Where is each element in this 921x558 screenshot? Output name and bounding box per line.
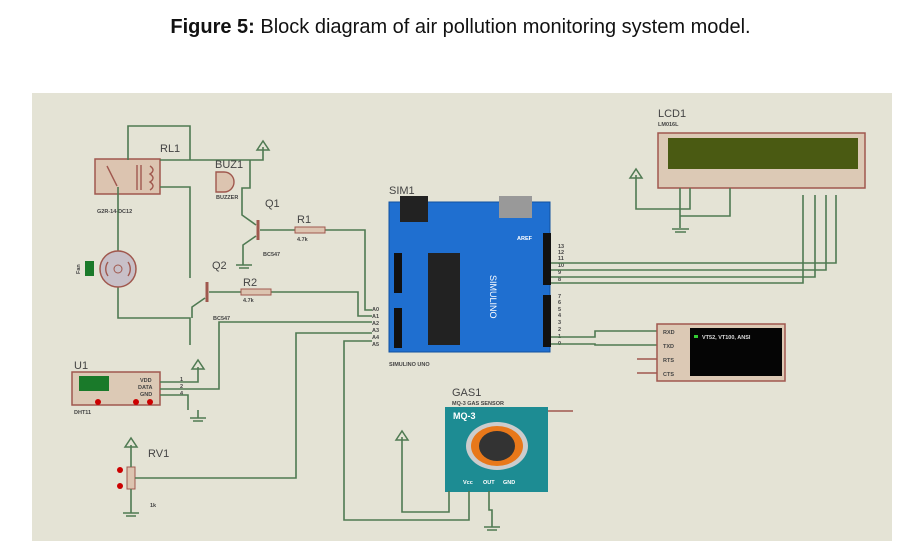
svg-text:Vcc: Vcc (463, 480, 473, 486)
ground-icon (236, 264, 252, 269)
svg-text:RXD: RXD (663, 330, 675, 336)
svg-text:4: 4 (180, 391, 184, 397)
power-terminal-icon (394, 429, 410, 441)
ground-icon (190, 417, 206, 422)
svg-text:11: 11 (558, 256, 564, 262)
svg-text:A1: A1 (372, 314, 379, 320)
transistor-q2: BC547 (191, 282, 230, 322)
ground-icon (672, 228, 689, 233)
arduino-ref: SIM1 (389, 185, 415, 197)
mq3-gas-sensor: MQ-3 GAS1 MQ-3 GAS SENSOR Vcc OUT GND (445, 387, 548, 492)
buzzer-buz1: BUZ1 BUZZER (215, 159, 243, 201)
figure-caption: Figure 5: Block diagram of air pollution… (0, 16, 921, 39)
svg-text:RTS: RTS (663, 358, 674, 364)
transistor-q1: Q1 BC547 (242, 198, 280, 265)
svg-text:8: 8 (558, 277, 561, 283)
svg-text:A5: A5 (372, 342, 379, 348)
lcd-display: LCD1 LM016L (657, 108, 866, 189)
svg-text:12: 12 (558, 250, 564, 256)
svg-text:A2: A2 (372, 321, 379, 327)
q1-part: BC547 (263, 252, 280, 258)
svg-text:VDD: VDD (140, 378, 152, 384)
svg-text:10: 10 (558, 263, 564, 269)
buzzer-part: BUZZER (216, 195, 238, 201)
q2-ref: Q2 (212, 260, 227, 272)
virtual-terminal: VT52, VT100, ANSI RXD TXD RTS CTS (656, 323, 786, 382)
dht-ref: U1 (74, 360, 88, 372)
svg-text:DATA: DATA (138, 385, 152, 391)
figure-label: Figure 5: (170, 16, 255, 38)
power-terminal-icon (123, 436, 139, 448)
gas-part: MQ-3 GAS SENSOR (452, 401, 504, 407)
r1-value: 4.7k (297, 237, 309, 243)
svg-text:5: 5 (558, 307, 561, 313)
resistor-r1: R1 4.7k (294, 214, 326, 243)
gas-ref: GAS1 (452, 387, 481, 399)
aref-label: AREF (517, 236, 533, 242)
svg-text:A3: A3 (372, 328, 379, 334)
arduino-logo: SIMULINO (488, 275, 498, 319)
svg-text:3: 3 (558, 320, 561, 326)
power-terminal-icon (190, 358, 206, 370)
r2-ref: R2 (243, 277, 257, 289)
svg-text:9: 9 (558, 270, 561, 276)
pot-ref: RV1 (148, 448, 169, 460)
dht-part: DHT11 (74, 410, 91, 416)
svg-text:GND: GND (140, 392, 152, 398)
svg-text:A4: A4 (372, 335, 380, 341)
ground-icon (484, 526, 500, 531)
fan-motor: Fan (76, 250, 137, 288)
resistor-r2: R2 4.7k (240, 277, 272, 304)
svg-text:TXD: TXD (663, 344, 674, 350)
arduino-sim1: SIM1 SIMULINO UNO SIMULINO AREF (388, 185, 551, 368)
ground-icon (123, 512, 139, 517)
svg-text:A0: A0 (372, 307, 379, 313)
gas-title: MQ-3 (453, 411, 476, 421)
r1-ref: R1 (297, 214, 311, 226)
svg-text:CTS: CTS (663, 372, 674, 378)
power-terminal-icon (628, 167, 644, 179)
terminal-screen-text: VT52, VT100, ANSI (702, 335, 751, 341)
svg-text:2: 2 (558, 327, 561, 333)
power-terminal-icon (255, 139, 271, 151)
relay-ref: RL1 (160, 143, 180, 155)
svg-text:6: 6 (558, 300, 561, 306)
buzzer-ref: BUZ1 (215, 159, 243, 171)
r2-value: 4.7k (243, 298, 255, 304)
svg-text:1: 1 (180, 377, 183, 383)
svg-text:GND: GND (503, 480, 515, 486)
svg-text:13: 13 (558, 244, 564, 250)
arduino-part: SIMULINO UNO (389, 362, 430, 368)
q2-part: BC547 (213, 316, 230, 322)
lcd-part: LM016L (658, 122, 679, 128)
dht11-sensor: U1 DHT11 VDD DATA GND 1 2 4 (71, 360, 184, 416)
svg-text:7: 7 (558, 294, 561, 300)
analog-pin-labels: A0 A1 A2 A3 A4 A5 (372, 307, 380, 348)
svg-text:2: 2 (180, 384, 183, 390)
relay-part: G2R-14-DC12 (97, 209, 132, 215)
motor-ref: Fan (76, 264, 82, 274)
lcd-ref: LCD1 (658, 108, 686, 120)
caption-text: Block diagram of air pollution monitorin… (254, 16, 751, 38)
svg-text:OUT: OUT (483, 480, 495, 486)
q1-ref: Q1 (265, 198, 280, 210)
pot-value: 1k (150, 503, 157, 509)
svg-text:4: 4 (558, 313, 562, 319)
